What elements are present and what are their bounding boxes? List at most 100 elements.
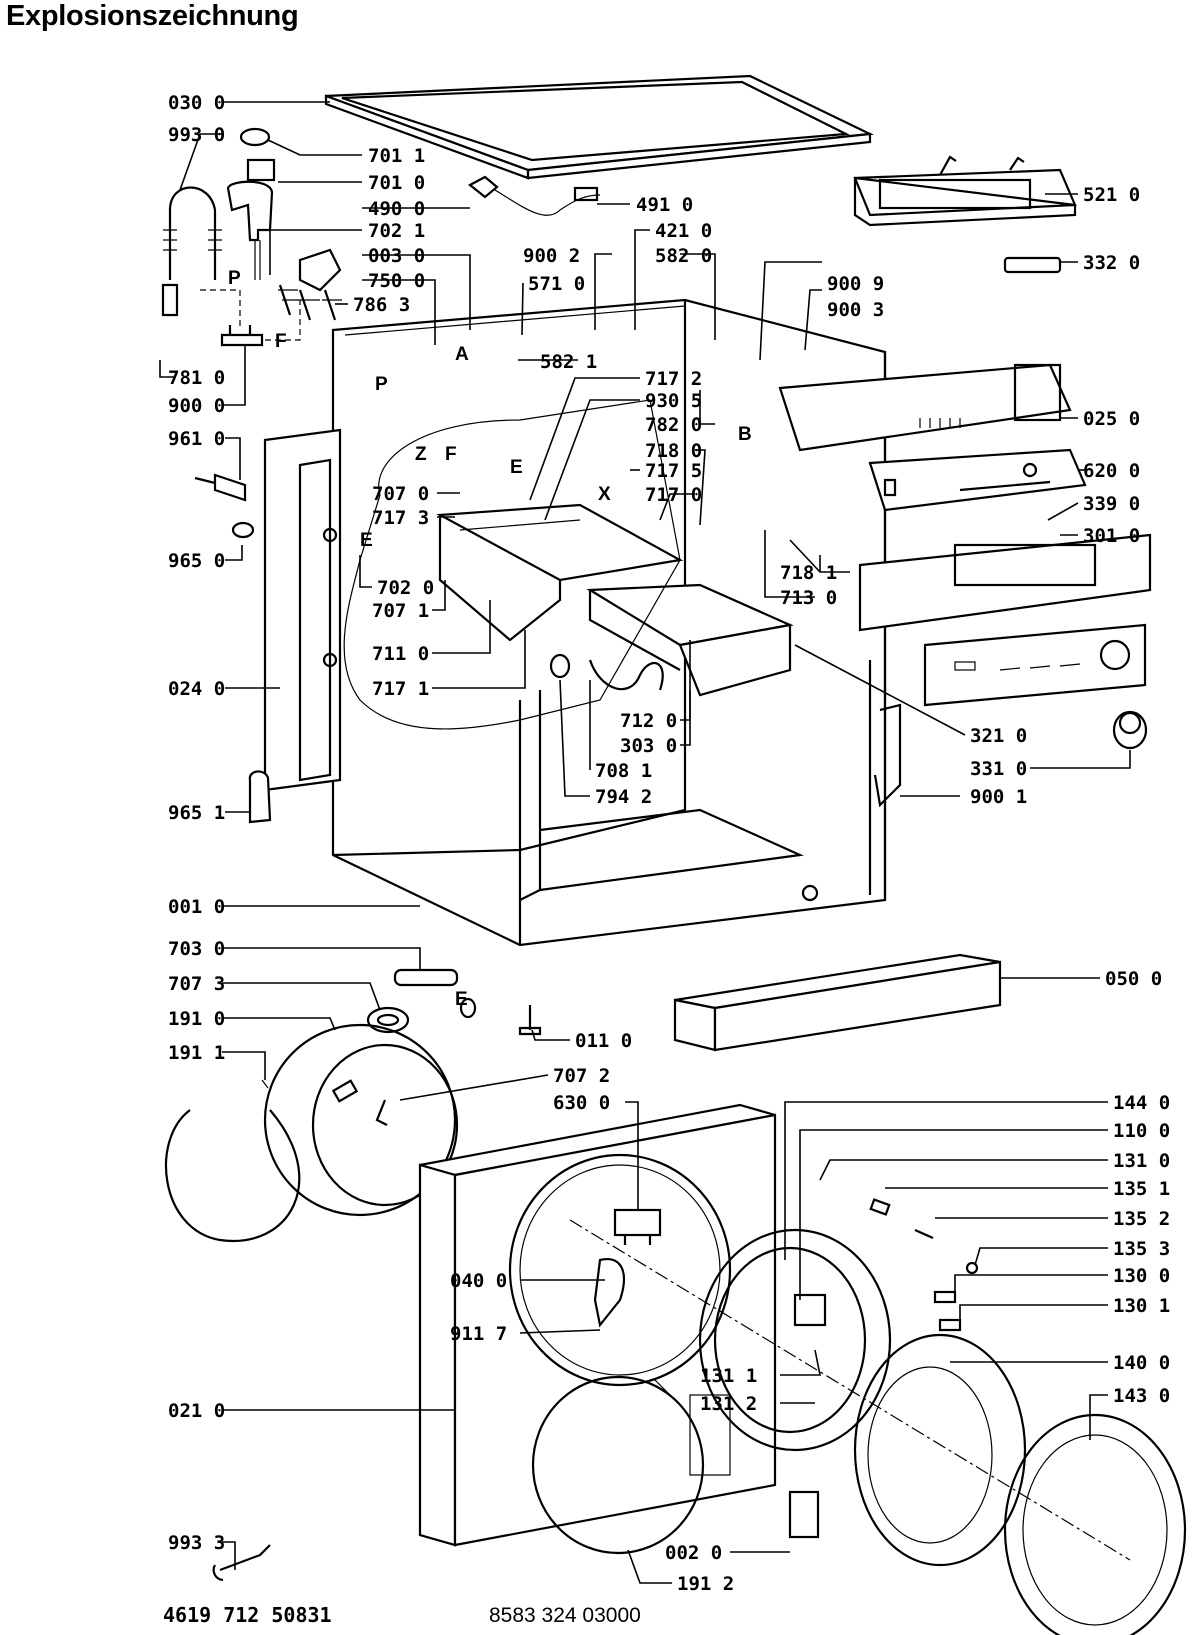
label-708-1: 708 1 — [595, 760, 652, 782]
label-930-5: 930 5 — [645, 390, 702, 412]
part-number-labels: 030 0 993 0 701 1 701 0 490 0 491 0 702 … — [168, 92, 1170, 1595]
cabinet — [331, 298, 887, 947]
letter-F-valve: F — [275, 331, 287, 352]
seal-wire — [164, 1079, 301, 1243]
reference-letters: P F A P Z F E B X E E — [228, 268, 752, 1010]
letter-Z: Z — [415, 444, 427, 465]
selector-knob — [1112, 710, 1148, 750]
label-191-2: 191 2 — [677, 1573, 734, 1595]
electronic-board — [868, 448, 1087, 512]
label-571-0: 571 0 — [528, 273, 585, 295]
spring-192 — [654, 1379, 681, 1406]
label-421-0: 421 0 — [655, 220, 712, 242]
label-711-0: 711 0 — [372, 643, 429, 665]
label-702-1: 702 1 — [368, 220, 425, 242]
footer-right-code: 8583 324 03000 — [489, 1604, 641, 1627]
label-965-1: 965 1 — [168, 802, 225, 824]
control-panel-frame — [778, 363, 1072, 452]
label-794-2: 794 2 — [595, 786, 652, 808]
label-900-3: 900 3 — [827, 299, 884, 321]
label-620-0: 620 0 — [1083, 460, 1140, 482]
connection-dashed — [200, 289, 301, 341]
small-fittings — [366, 968, 542, 1036]
transport-bolt — [194, 473, 255, 539]
rear-panel — [263, 428, 342, 792]
label-131-0: 131 0 — [1113, 1150, 1170, 1172]
control-fascia — [923, 623, 1147, 707]
dispenser-group-outline — [343, 399, 681, 730]
label-717-2: 717 2 — [645, 368, 702, 390]
dispenser-hose — [549, 653, 664, 691]
label-707-1: 707 1 — [372, 600, 429, 622]
label-965-0: 965 0 — [168, 550, 225, 572]
label-040-0: 040 0 — [450, 1270, 507, 1292]
label-707-2: 707 2 — [553, 1065, 610, 1087]
label-582-0: 582 0 — [655, 245, 712, 267]
label-332-0: 332 0 — [1083, 252, 1140, 274]
label-490-0: 490 0 — [368, 198, 425, 220]
label-003-0: 003 0 — [368, 245, 425, 267]
label-021-0: 021 0 — [168, 1400, 225, 1422]
label-024-0: 024 0 — [168, 678, 225, 700]
label-191-1: 191 1 — [168, 1042, 225, 1064]
label-717-1: 717 1 — [372, 678, 429, 700]
dispenser-drawer — [586, 583, 794, 697]
label-782-0: 782 0 — [645, 414, 702, 436]
label-191-0: 191 0 — [168, 1008, 225, 1030]
label-135-3: 135 3 — [1113, 1238, 1170, 1260]
label-301-0: 301 0 — [1083, 525, 1140, 547]
label-900-2: 900 2 — [523, 245, 580, 267]
label-707-0: 707 0 — [372, 483, 429, 505]
label-713-0: 713 0 — [780, 587, 837, 609]
panel-frame — [858, 533, 1152, 632]
label-786-3: 786 3 — [353, 294, 410, 316]
label-993-3: 993 3 — [168, 1532, 225, 1554]
door-handle-lever — [593, 1257, 625, 1328]
programmer-module — [853, 155, 1077, 227]
label-712-0: 712 0 — [620, 710, 677, 732]
label-993-0: 993 0 — [168, 124, 225, 146]
letter-E-pump: E — [510, 457, 523, 478]
letter-F-pump: F — [445, 444, 457, 465]
label-025-0: 025 0 — [1083, 408, 1140, 430]
door-ring-outer — [853, 1333, 1027, 1567]
label-140-0: 140 0 — [1113, 1352, 1170, 1374]
door-seal — [263, 1023, 459, 1217]
label-339-0: 339 0 — [1083, 493, 1140, 515]
top-cover — [324, 74, 874, 180]
label-321-0: 321 0 — [970, 725, 1027, 747]
front-panel — [418, 1103, 777, 1547]
distributor-valve — [278, 248, 342, 321]
letter-B: B — [738, 424, 752, 445]
side-bracket — [873, 703, 902, 808]
label-717-5: 717 5 — [645, 460, 702, 482]
label-050-0: 050 0 — [1105, 968, 1162, 990]
porthole-disc — [531, 1375, 705, 1555]
label-717-0: 717 0 — [645, 484, 702, 506]
inlet-hose — [161, 186, 222, 317]
letter-P-hose: P — [228, 268, 241, 289]
label-961-0: 961 0 — [168, 428, 225, 450]
cable-set — [468, 175, 601, 216]
label-130-0: 130 0 — [1113, 1265, 1170, 1287]
label-131-1: 131 1 — [700, 1365, 757, 1387]
label-911-7: 911 7 — [450, 1323, 507, 1345]
label-135-1: 135 1 — [1113, 1178, 1170, 1200]
letter-X: X — [598, 484, 611, 505]
label-707-3: 707 3 — [168, 973, 225, 995]
label-491-0: 491 0 — [636, 194, 693, 216]
label-030-0: 030 0 — [168, 92, 225, 114]
label-701-1: 701 1 — [368, 145, 425, 167]
label-110-0: 110 0 — [1113, 1120, 1170, 1142]
label-582-1: 582 1 — [540, 351, 597, 373]
label-718-0: 718 0 — [645, 440, 702, 462]
letter-P-pump: P — [375, 374, 388, 395]
label-143-0: 143 0 — [1113, 1385, 1170, 1407]
label-131-2: 131 2 — [700, 1393, 757, 1415]
hinge-screws — [869, 1198, 979, 1332]
footer-left-code: 4619 712 50831 — [163, 1603, 332, 1627]
cap — [248, 770, 272, 824]
label-001-0: 001 0 — [168, 896, 225, 918]
label-900-1: 900 1 — [970, 786, 1027, 808]
